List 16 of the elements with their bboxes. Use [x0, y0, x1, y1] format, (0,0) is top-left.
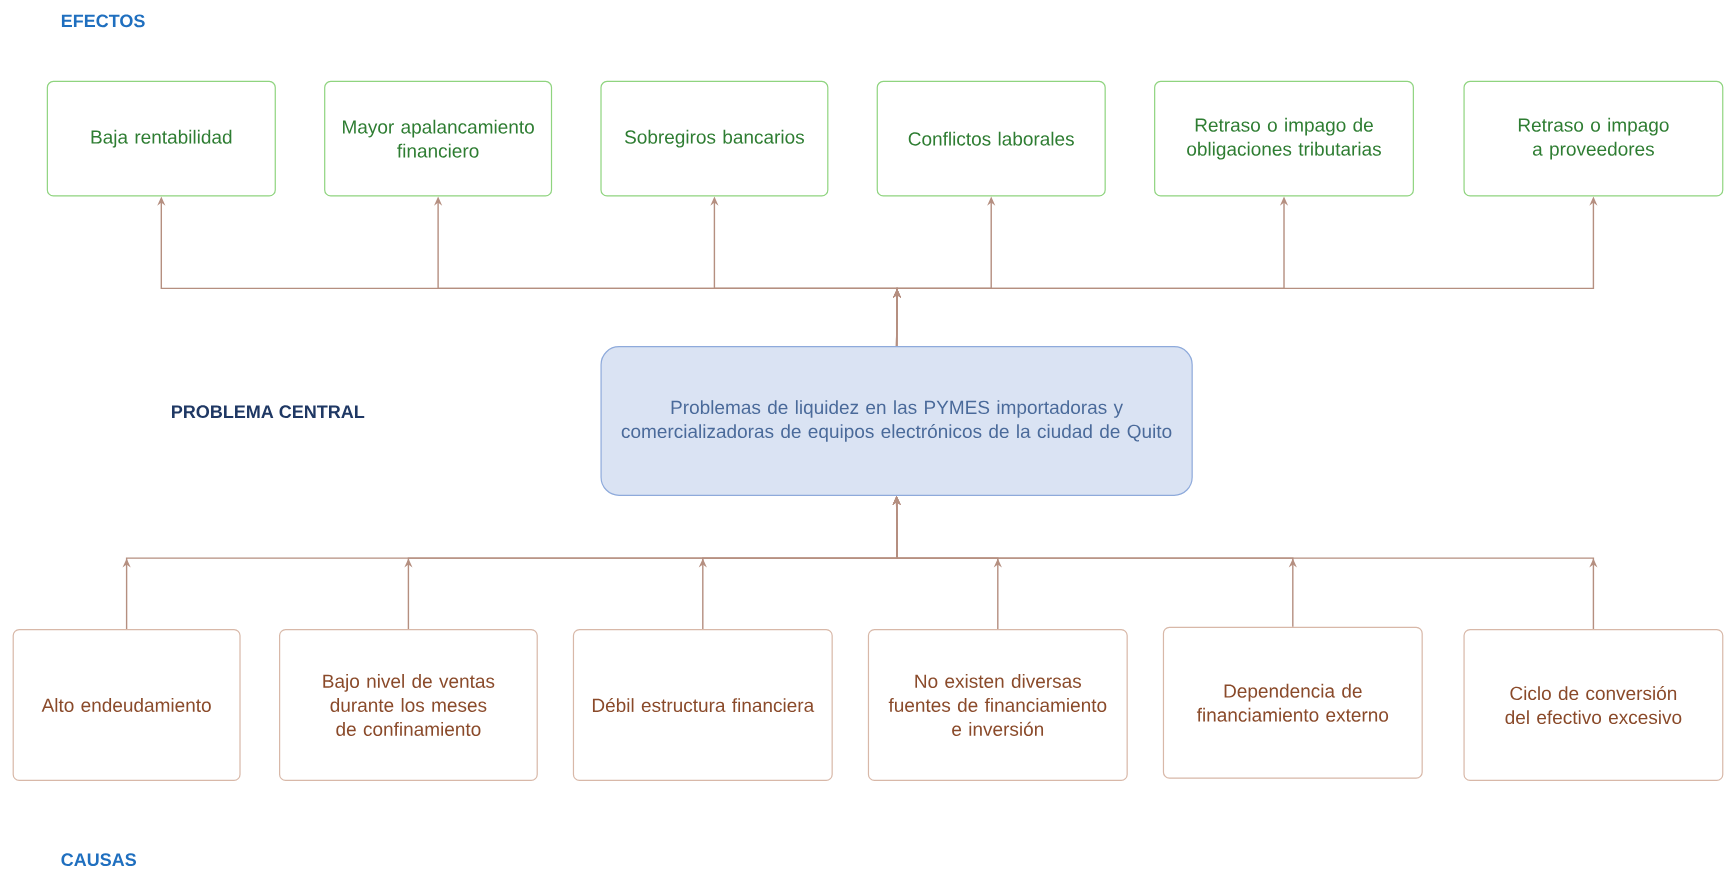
cause-box: Ciclo de conversión del efectivo excesivo — [1463, 629, 1724, 781]
effect-box: Sobregiros bancarios — [600, 80, 829, 197]
cause-box: Dependencia de financiamiento externo — [1162, 626, 1423, 779]
cause-box: No existen diversas fuentes de financiamiento e inversión — [867, 629, 1128, 781]
cause-box: Bajo nivel de ventas durante los meses de confinamiento — [279, 629, 538, 781]
effect-box: Retraso o impago a proveedores — [1463, 80, 1724, 197]
section-label: EFECTOS — [61, 14, 145, 28]
effect-box: Baja rentabilidad — [46, 80, 276, 197]
section-label: CAUSAS — [61, 853, 136, 867]
cause-box: Débil estructura financiera — [572, 629, 833, 781]
effect-box: Mayor apalancamiento financiero — [324, 80, 553, 197]
cause-box: Alto endeudamiento — [12, 629, 241, 781]
effect-box: Conflictos laborales — [876, 80, 1106, 197]
section-label: PROBLEMA CENTRAL — [172, 405, 365, 419]
problem-box: Problemas de liquidez en las PYMES importadoras y comercializadoras de equipos electrónicos de la ciudad de Quito — [600, 346, 1193, 496]
effect-box: Retraso o impago de obligaciones tributarias — [1154, 80, 1414, 197]
